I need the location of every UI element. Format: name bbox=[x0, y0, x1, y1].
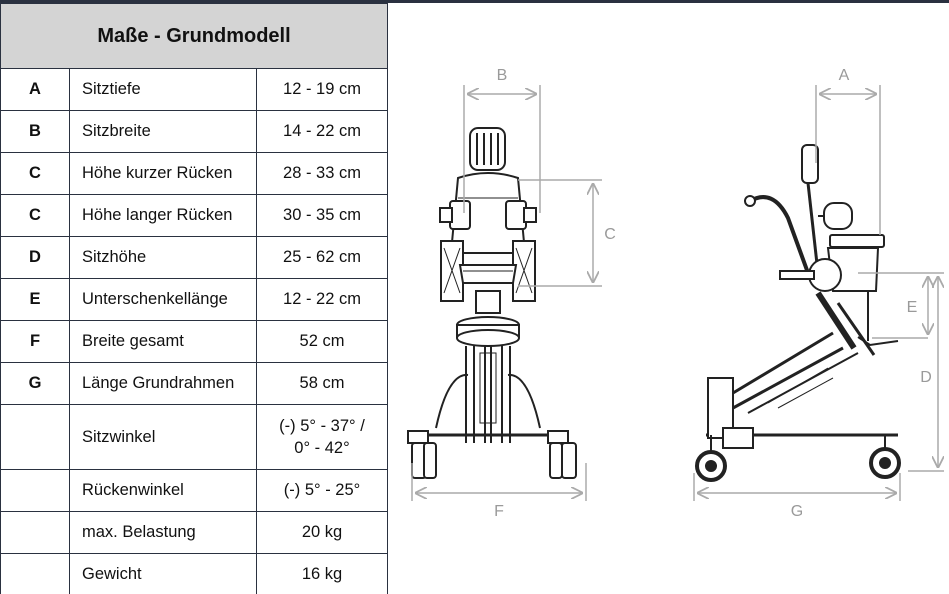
row-name: Länge Grundrahmen bbox=[70, 363, 257, 405]
label-a: A bbox=[839, 67, 850, 84]
table-row: B Sitzbreite 14 - 22 cm bbox=[1, 111, 388, 153]
chair-drawing-panel: B C F bbox=[388, 3, 949, 589]
row-value-line: 0° - 42° bbox=[257, 437, 387, 459]
row-value: 30 - 35 cm bbox=[257, 195, 388, 237]
table-row: F Breite gesamt 52 cm bbox=[1, 321, 388, 363]
table-row: C Höhe kurzer Rücken 28 - 33 cm bbox=[1, 153, 388, 195]
row-name: Gewicht bbox=[70, 554, 257, 594]
row-name: Höhe kurzer Rücken bbox=[70, 153, 257, 195]
row-name: Sitzhöhe bbox=[70, 237, 257, 279]
row-letter: F bbox=[1, 321, 70, 363]
row-value: 14 - 22 cm bbox=[257, 111, 388, 153]
table-row: Sitzwinkel (-) 5° - 37° / 0° - 42° bbox=[1, 405, 388, 470]
row-value: 12 - 22 cm bbox=[257, 279, 388, 321]
label-d: D bbox=[920, 369, 932, 386]
row-name: Rückenwinkel bbox=[70, 470, 257, 512]
table-row: Rückenwinkel (-) 5° - 25° bbox=[1, 470, 388, 512]
chair-technical-drawing: B C F bbox=[388, 3, 949, 589]
row-name: Unterschenkellänge bbox=[70, 279, 257, 321]
side-view-chair-illustration bbox=[697, 145, 899, 480]
row-letter bbox=[1, 470, 70, 512]
row-value: 28 - 33 cm bbox=[257, 153, 388, 195]
table-row: E Unterschenkellänge 12 - 22 cm bbox=[1, 279, 388, 321]
row-name: Sitztiefe bbox=[70, 69, 257, 111]
dimensions-table-panel: Maße - Grundmodell A Sitztiefe 12 - 19 c… bbox=[0, 3, 387, 589]
row-letter: D bbox=[1, 237, 70, 279]
table-row: max. Belastung 20 kg bbox=[1, 512, 388, 554]
row-value: (-) 5° - 25° bbox=[257, 470, 388, 512]
label-b: B bbox=[497, 67, 508, 84]
row-value: 20 kg bbox=[257, 512, 388, 554]
row-letter: B bbox=[1, 111, 70, 153]
row-letter: G bbox=[1, 363, 70, 405]
row-name: Sitzbreite bbox=[70, 111, 257, 153]
row-value: 12 - 19 cm bbox=[257, 69, 388, 111]
row-name: max. Belastung bbox=[70, 512, 257, 554]
table-title: Maße - Grundmodell bbox=[1, 4, 388, 69]
label-c: C bbox=[604, 226, 616, 243]
row-value: 25 - 62 cm bbox=[257, 237, 388, 279]
table-row: A Sitztiefe 12 - 19 cm bbox=[1, 69, 388, 111]
label-g: G bbox=[791, 503, 803, 520]
dimensions-table: Maße - Grundmodell A Sitztiefe 12 - 19 c… bbox=[0, 3, 388, 594]
row-letter: E bbox=[1, 279, 70, 321]
row-value: (-) 5° - 37° / 0° - 42° bbox=[257, 405, 388, 470]
table-row: Gewicht 16 kg bbox=[1, 554, 388, 594]
row-name: Breite gesamt bbox=[70, 321, 257, 363]
label-e: E bbox=[907, 299, 918, 316]
row-name: Höhe langer Rücken bbox=[70, 195, 257, 237]
table-header-row: Maße - Grundmodell bbox=[1, 4, 388, 69]
row-letter: C bbox=[1, 153, 70, 195]
row-letter bbox=[1, 405, 70, 470]
row-name: Sitzwinkel bbox=[70, 405, 257, 470]
row-letter bbox=[1, 512, 70, 554]
table-row: G Länge Grundrahmen 58 cm bbox=[1, 363, 388, 405]
label-f: F bbox=[494, 503, 504, 520]
row-value: 16 kg bbox=[257, 554, 388, 594]
row-letter: A bbox=[1, 69, 70, 111]
row-value: 52 cm bbox=[257, 321, 388, 363]
row-value-line: (-) 5° - 37° / bbox=[257, 415, 387, 437]
table-row: C Höhe langer Rücken 30 - 35 cm bbox=[1, 195, 388, 237]
row-value: 58 cm bbox=[257, 363, 388, 405]
table-row: D Sitzhöhe 25 - 62 cm bbox=[1, 237, 388, 279]
row-letter: C bbox=[1, 195, 70, 237]
row-letter bbox=[1, 554, 70, 594]
